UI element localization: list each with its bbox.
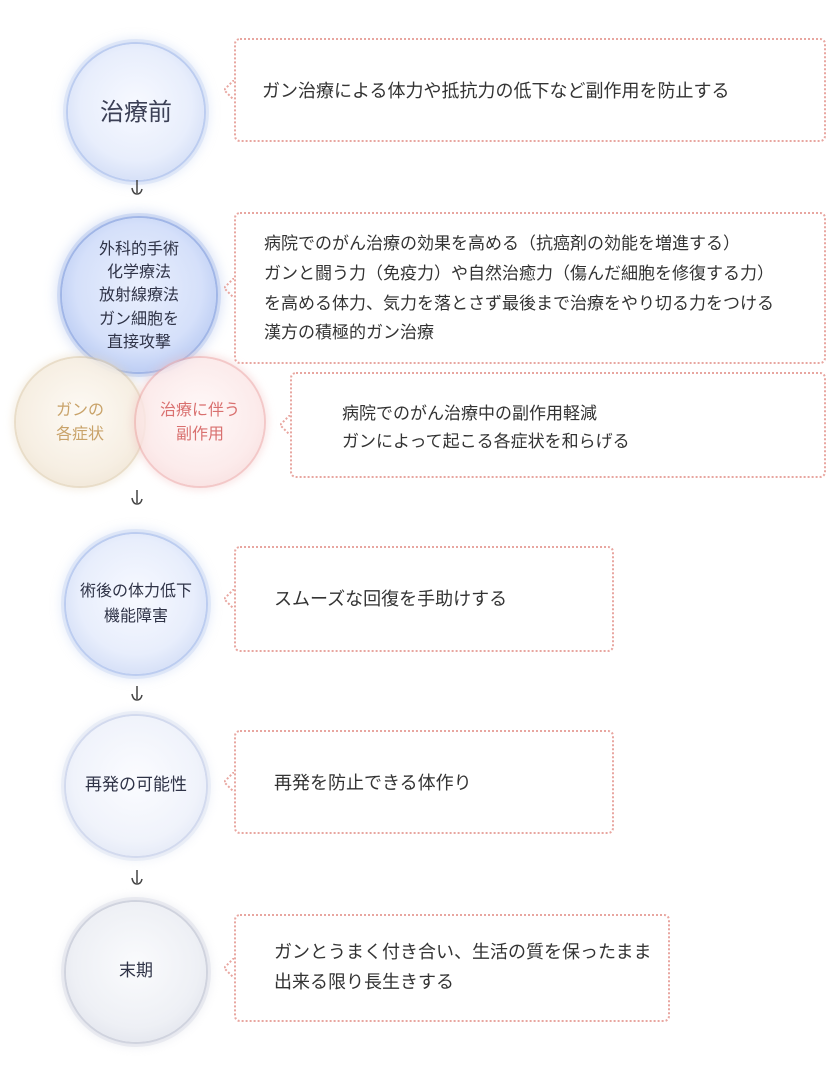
symptoms-label: ガンの 各症状 (55, 400, 104, 443)
down-arrow-icon (131, 870, 143, 885)
stage-text-before: ガン治療による体力や抵抗力の低下など副作用を防止する (262, 81, 730, 102)
symptoms-circle: ガンの 各症状 (16, 358, 144, 486)
speech-tail-icon (224, 589, 234, 609)
stage-circle-terminal: 末期 (66, 902, 206, 1042)
stage-text-side-effects: 病院でのがん治療中の副作用軽減 ガンによって起こる各症状を和らげる (342, 404, 630, 453)
down-arrow-icon (131, 490, 143, 505)
stage-box-side-effects: 病院でのがん治療中の副作用軽減 ガンによって起こる各症状を和らげる (280, 372, 826, 478)
stage-label-before: 治療前 (100, 98, 172, 126)
speech-tail-icon (224, 80, 234, 100)
stage-box-treatment: 病院でのがん治療の効果を高める（抗癌剤の効能を増進する） ガンと闘う力（免疫力）… (224, 212, 826, 364)
down-arrow-icon (131, 686, 143, 701)
speech-tail-icon (224, 772, 234, 792)
stage-box-post-surgery: スムーズな回復を手助けする (224, 546, 614, 652)
stage-text-post-surgery: スムーズな回復を手助けする (274, 589, 508, 610)
stage-label-terminal: 末期 (119, 961, 153, 982)
stage-circle-recurrence: 再発の可能性 (66, 716, 206, 856)
stage-label-recurrence: 再発の可能性 (85, 775, 187, 796)
stage-circle-treatment: 外科的手術 化学療法 放射線療法 ガン細胞を 直接攻撃 (62, 218, 216, 372)
speech-tail-icon (224, 958, 234, 978)
side-effects-circle: 治療に伴う 副作用 (136, 358, 264, 486)
stage-circle-post-surgery: 術後の体力低下 機能障害 (66, 534, 206, 674)
stage-text-terminal: ガンとうまく付き合い、生活の質を保ったまま 出来る限り長生きする (274, 942, 652, 993)
stage-box-before: ガン治療による体力や抵抗力の低下など副作用を防止する (224, 38, 826, 142)
stage-label-post-surgery: 術後の体力低下 機能障害 (79, 581, 192, 625)
stage-box-recurrence: 再発を防止できる体作り (224, 730, 614, 834)
stage-label-treatment: 外科的手術 化学療法 放射線療法 ガン細胞を 直接攻撃 (98, 239, 179, 351)
speech-tail-icon (280, 415, 290, 435)
speech-tail-icon (224, 278, 234, 298)
stage-box-terminal: ガンとうまく付き合い、生活の質を保ったまま 出来る限り長生きする (224, 914, 670, 1022)
stage-text-treatment: 病院でのがん治療の効果を高める（抗癌剤の効能を増進する） ガンと闘う力（免疫力）… (264, 234, 774, 344)
down-arrow-icon (131, 180, 143, 195)
side-effects-label: 治療に伴う 副作用 (159, 400, 240, 443)
stage-circle-before: 治療前 (68, 44, 204, 180)
stage-text-recurrence: 再発を防止できる体作り (274, 773, 472, 794)
